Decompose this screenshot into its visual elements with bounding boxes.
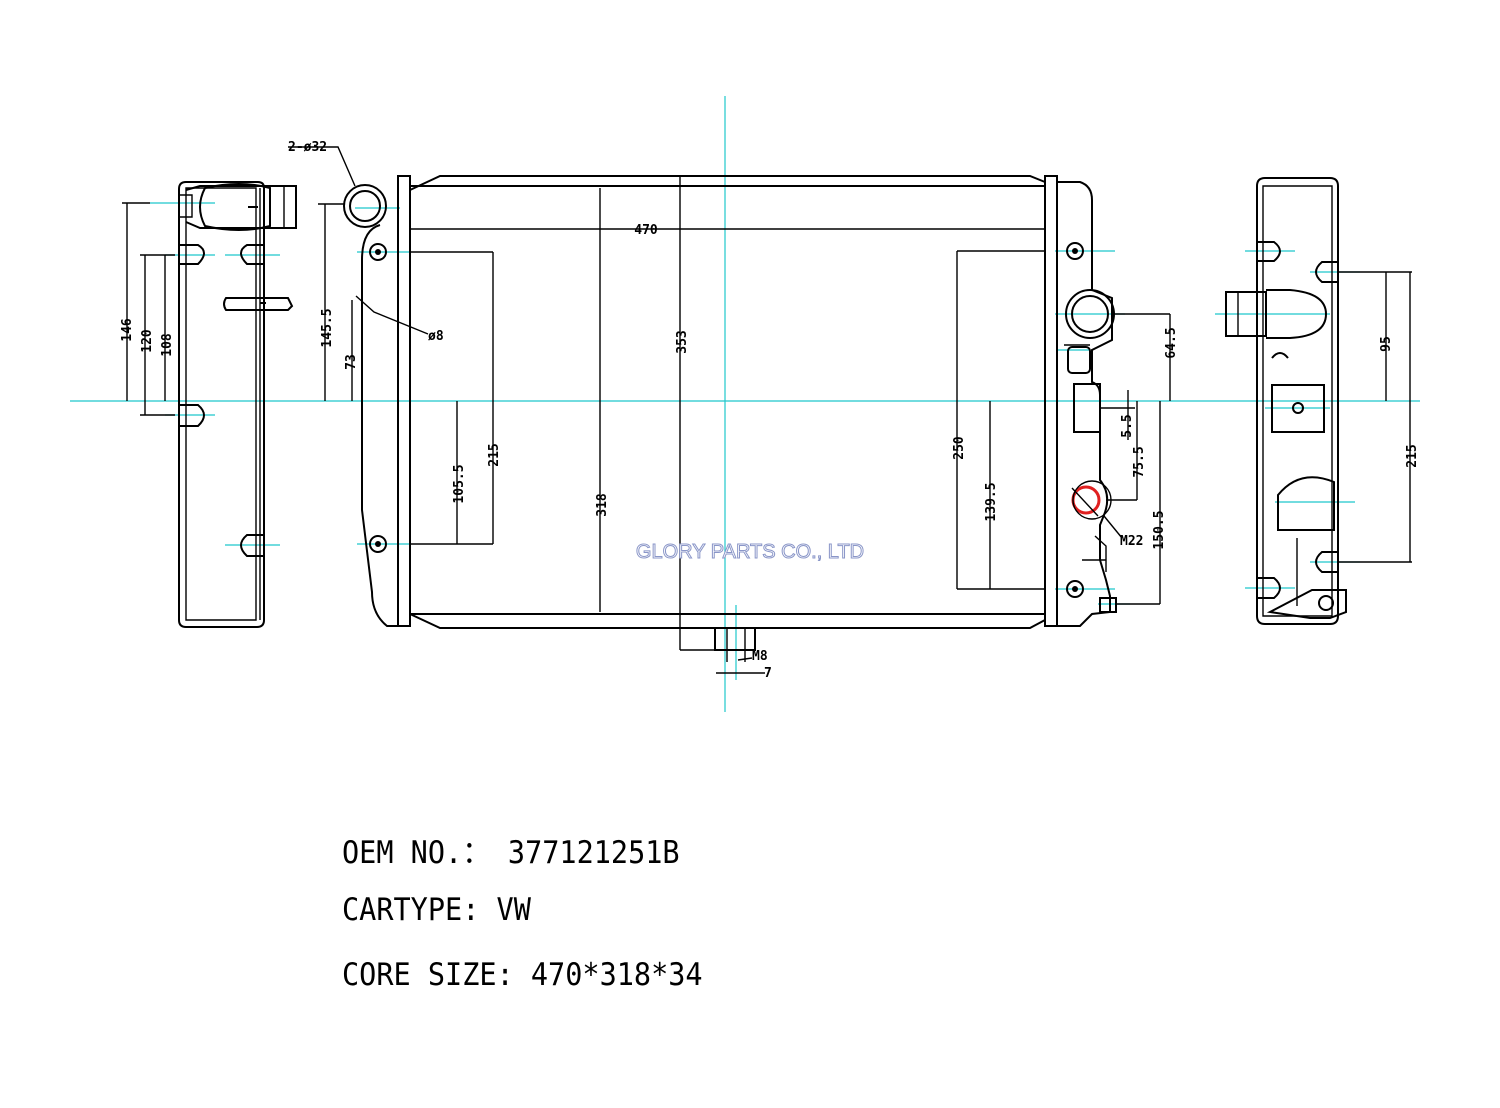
dim-318: 318 (595, 493, 610, 517)
left-dimensions: 146 120 108 (120, 202, 175, 416)
car-type: CARTYPE: VW (342, 892, 531, 928)
dim-145-5: 145.5 (320, 308, 335, 347)
core-value: 470*318*34 (530, 957, 703, 993)
dim-5-5: 5.5 (1120, 414, 1135, 437)
dim-108: 108 (160, 333, 175, 357)
dim-73: 73 (344, 354, 359, 370)
core-size: CORE SIZE: 470*318*34 (342, 957, 703, 993)
dim-75-5: 75.5 (1132, 446, 1147, 477)
dim-150-5: 150.5 (1152, 510, 1167, 549)
dim-146: 146 (120, 318, 135, 342)
cartype-value: VW (496, 892, 531, 928)
dim-215-front: 215 (487, 443, 502, 466)
watermark: GLORY PARTS CO., LTD (636, 541, 864, 563)
dim-64-5: 64.5 (1164, 327, 1179, 358)
front-dimensions: 2-ø32 ø8 470 353 318 145.5 73 105.5 215 … (288, 140, 1179, 681)
dim-353: 353 (675, 330, 690, 353)
left-side-view (178, 181, 297, 628)
oem-number: OEM NO.： 377121251B (342, 827, 680, 872)
dim-105-5: 105.5 (452, 464, 467, 503)
callout-m8: M8 (752, 649, 768, 664)
dim-250: 250 (952, 436, 967, 460)
side-dimensions: 95 215 (1338, 271, 1420, 563)
callout-hole: ø8 (428, 329, 444, 344)
dim-95: 95 (1379, 336, 1394, 352)
oem-label: OEM NO.： (342, 835, 491, 871)
core-label: CORE SIZE: (342, 957, 514, 993)
centerlines (70, 96, 1420, 712)
dim-139-5: 139.5 (984, 482, 999, 521)
dim-215-side: 215 (1405, 444, 1420, 467)
dim-120: 120 (140, 329, 155, 353)
callout-inlet: 2-ø32 (288, 140, 327, 155)
oem-value: 377121251B (507, 835, 680, 871)
cartype-label: CARTYPE: (342, 892, 480, 928)
callout-drain: M22 (1120, 534, 1143, 549)
dim-7: 7 (764, 666, 772, 681)
dim-width: 470 (634, 223, 658, 238)
front-view (343, 175, 1117, 662)
right-side-view (1225, 177, 1347, 625)
